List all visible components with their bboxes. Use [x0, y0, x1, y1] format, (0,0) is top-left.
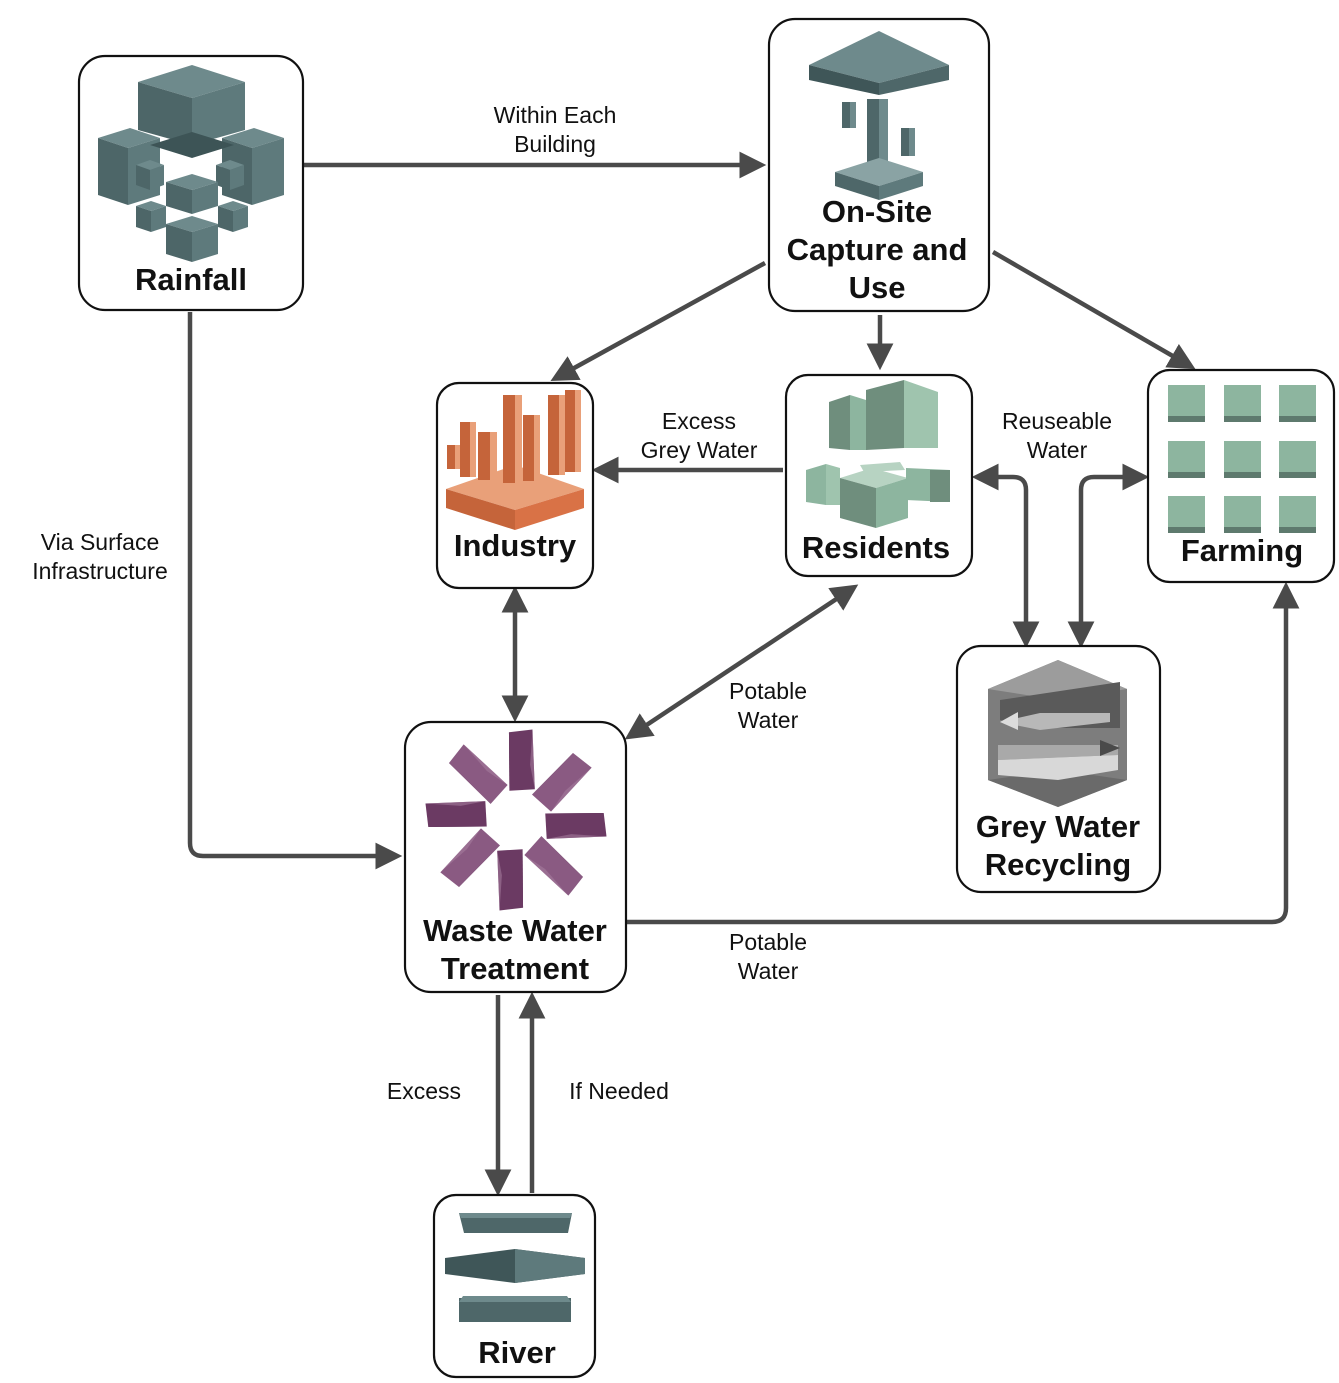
label-potable-residents-2: Water: [738, 707, 799, 733]
edge-residents-greywater: [971, 463, 1040, 649]
label-excess-grey-1: Excess: [662, 408, 736, 434]
node-onsite-capture[interactable]: On-Site Capture and Use: [767, 17, 991, 313]
node-residents[interactable]: Residents: [784, 373, 974, 578]
label-potable-farming-1: Potable: [729, 929, 807, 955]
label-potable-residents-1: Potable: [729, 678, 807, 704]
treatment-flower-icon: [425, 729, 607, 911]
edge-rainfall-to-wastewater: [187, 312, 403, 870]
flower-petal: [497, 849, 524, 911]
edge-onsite-to-industry: [550, 261, 767, 382]
flower-petal-highlight: [551, 767, 592, 812]
node-greywater-recycling[interactable]: Grey Water Recycling: [955, 644, 1162, 894]
label-surface-2: Infrastructure: [32, 558, 168, 584]
label-surface-1: Via Surface: [41, 529, 159, 555]
node-wastewater-treatment[interactable]: Waste Water Treatment: [403, 720, 628, 994]
edge-farming-greywater: [1067, 463, 1150, 649]
flower-petal-highlight: [440, 828, 481, 873]
flower-petal: [449, 744, 508, 804]
flower-petal: [524, 836, 583, 896]
label-within-building-1: Within Each: [494, 102, 617, 128]
river-slabs-icon: [445, 1213, 585, 1322]
node-farming[interactable]: Farming: [1146, 368, 1336, 584]
edge-wastewater-to-farming: [627, 581, 1300, 925]
node-title-residents: Residents: [802, 530, 950, 565]
recycle-hexagon-icon: [988, 660, 1127, 807]
flower-petal: [508, 729, 535, 791]
node-title-onsite-3: Use: [849, 270, 906, 305]
node-industry[interactable]: Industry: [435, 381, 595, 590]
label-reuseable-2: Water: [1027, 437, 1088, 463]
node-title-wastewater-2: Treatment: [441, 951, 589, 986]
label-excess: Excess: [387, 1078, 461, 1104]
flower-petal-highlight: [530, 729, 535, 790]
flower-petal: [425, 801, 487, 828]
flower-petal-highlight: [463, 744, 508, 785]
flower-petal-highlight: [497, 850, 502, 911]
flower-petal-highlight: [524, 855, 569, 896]
flower-petal: [532, 753, 592, 812]
node-title-onsite-1: On-Site: [822, 194, 932, 229]
label-excess-grey-2: Grey Water: [641, 437, 758, 463]
label-if-needed: If Needed: [569, 1078, 669, 1104]
node-title-rainfall: Rainfall: [135, 262, 247, 297]
node-title-greywater-1: Grey Water: [976, 809, 1140, 844]
label-within-building-2: Building: [514, 131, 596, 157]
flower-petal: [545, 812, 607, 839]
node-title-greywater-2: Recycling: [985, 847, 1131, 882]
edge-residents-wastewater: [624, 584, 859, 740]
edge-labels: Within Each Building Via Surface Infrast…: [32, 102, 1112, 1104]
flower-center: [490, 794, 542, 846]
node-title-onsite-2: Capture and: [787, 232, 968, 267]
label-potable-farming-2: Water: [738, 958, 799, 984]
node-title-farming: Farming: [1181, 533, 1303, 568]
edge-onsite-to-farming: [991, 250, 1196, 370]
factory-bars-icon: [446, 390, 584, 530]
flower-petal-highlight: [425, 801, 486, 806]
flower-petal-highlight: [546, 834, 607, 839]
node-title-industry: Industry: [454, 528, 577, 563]
edges: [187, 151, 1300, 1197]
label-reuseable-1: Reuseable: [1002, 408, 1112, 434]
field-grid-icon: [1168, 385, 1316, 533]
node-title-wastewater-1: Waste Water: [423, 913, 607, 948]
capture-tower-icon: [809, 31, 949, 200]
node-river[interactable]: River: [432, 1193, 597, 1379]
residential-blocks-icon: [806, 380, 950, 528]
node-rainfall[interactable]: Rainfall: [77, 54, 305, 312]
flower-petal: [440, 828, 500, 887]
node-title-river: River: [478, 1335, 556, 1370]
rain-cubes-icon: [98, 65, 284, 262]
